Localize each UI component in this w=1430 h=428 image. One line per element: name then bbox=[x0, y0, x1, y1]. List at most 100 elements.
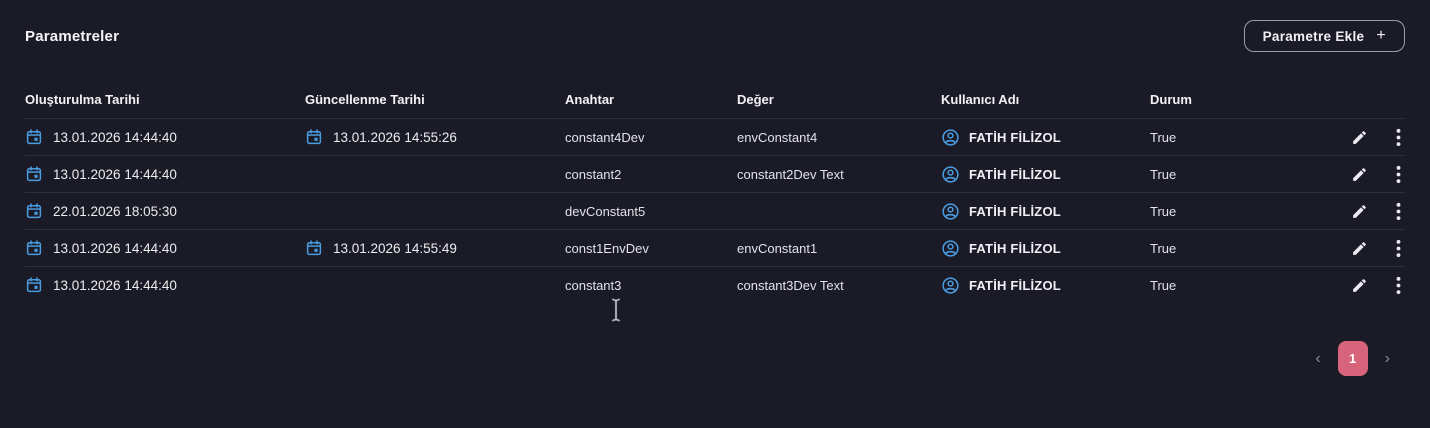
column-header-status: Durum bbox=[1150, 91, 1192, 107]
row-menu-button[interactable] bbox=[1394, 200, 1403, 223]
add-parameter-button[interactable]: Parametre Ekle + bbox=[1243, 20, 1405, 52]
key-cell: constant3 bbox=[565, 277, 622, 293]
plus-icon: + bbox=[1376, 27, 1386, 44]
status-cell: True bbox=[1150, 240, 1177, 256]
table-row: 13.01.2026 14:44:40 13.01.2026 14:55:49 … bbox=[25, 229, 1405, 266]
user-cell: FATİH FİLİZOL bbox=[941, 202, 1150, 221]
column-header-created: Oluşturulma Tarihi bbox=[25, 91, 140, 107]
row-actions bbox=[1310, 163, 1405, 186]
user-name-text: FATİH FİLİZOL bbox=[969, 166, 1061, 182]
column-header-key: Anahtar bbox=[565, 91, 615, 107]
created-date-cell: 13.01.2026 14:44:40 bbox=[25, 239, 305, 257]
created-date-text: 13.01.2026 14:44:40 bbox=[53, 129, 177, 145]
calendar-icon bbox=[305, 239, 323, 257]
pagination-next-button[interactable]: › bbox=[1384, 349, 1390, 367]
pencil-icon bbox=[1351, 166, 1368, 183]
kebab-menu-icon bbox=[1396, 165, 1401, 184]
value-cell: envConstant4 bbox=[737, 129, 818, 145]
calendar-icon bbox=[25, 276, 43, 294]
updated-date-cell bbox=[305, 165, 565, 183]
kebab-menu-icon bbox=[1396, 202, 1401, 221]
table-row: 13.01.2026 14:44:40 constant3 constant3D… bbox=[25, 266, 1405, 303]
created-date-text: 13.01.2026 14:44:40 bbox=[53, 240, 177, 256]
updated-date-cell bbox=[305, 276, 565, 294]
kebab-menu-icon bbox=[1396, 276, 1401, 295]
user-cell: FATİH FİLİZOL bbox=[941, 239, 1150, 258]
key-cell: devConstant5 bbox=[565, 203, 646, 219]
key-cell: constant2 bbox=[565, 166, 622, 182]
calendar-icon bbox=[305, 128, 323, 146]
topbar: Parametreler Parametre Ekle + bbox=[0, 0, 1430, 52]
edit-button[interactable] bbox=[1349, 238, 1370, 259]
table-header-row: Oluşturulma Tarihi Güncellenme Tarihi An… bbox=[25, 80, 1405, 118]
row-actions bbox=[1310, 237, 1405, 260]
row-actions bbox=[1310, 200, 1405, 223]
calendar-icon bbox=[25, 165, 43, 183]
created-date-text: 13.01.2026 14:44:40 bbox=[53, 166, 177, 182]
value-cell: constant2Dev Text bbox=[737, 166, 844, 182]
updated-date-cell: 13.01.2026 14:55:26 bbox=[305, 128, 565, 146]
kebab-menu-icon bbox=[1396, 239, 1401, 258]
edit-button[interactable] bbox=[1349, 127, 1370, 148]
pagination-current-page[interactable]: 1 bbox=[1337, 341, 1368, 376]
row-menu-button[interactable] bbox=[1394, 237, 1403, 260]
created-date-cell: 13.01.2026 14:44:40 bbox=[25, 165, 305, 183]
updated-date-cell bbox=[305, 202, 565, 220]
column-header-updated: Güncellenme Tarihi bbox=[305, 91, 425, 107]
user-cell: FATİH FİLİZOL bbox=[941, 128, 1150, 147]
table-row: 22.01.2026 18:05:30 devConstant5 bbox=[25, 192, 1405, 229]
updated-date-text: 13.01.2026 14:55:26 bbox=[333, 129, 457, 145]
updated-date-cell: 13.01.2026 14:55:49 bbox=[305, 239, 565, 257]
key-cell: const1EnvDev bbox=[565, 240, 649, 256]
pencil-icon bbox=[1351, 203, 1368, 220]
page-title: Parametreler bbox=[25, 27, 120, 45]
status-cell: True bbox=[1150, 166, 1177, 182]
calendar-icon bbox=[25, 128, 43, 146]
table-row: 13.01.2026 14:44:40 13.01.2026 14:55:26 … bbox=[25, 118, 1405, 155]
edit-button[interactable] bbox=[1349, 275, 1370, 296]
user-circle-icon bbox=[941, 239, 960, 258]
pencil-icon bbox=[1351, 129, 1368, 146]
column-header-value: Değer bbox=[737, 91, 774, 107]
row-menu-button[interactable] bbox=[1394, 126, 1403, 149]
row-menu-button[interactable] bbox=[1394, 274, 1403, 297]
value-cell: envConstant1 bbox=[737, 240, 818, 256]
pencil-icon bbox=[1351, 277, 1368, 294]
created-date-text: 13.01.2026 14:44:40 bbox=[53, 277, 177, 293]
user-name-text: FATİH FİLİZOL bbox=[969, 277, 1061, 293]
created-date-cell: 13.01.2026 14:44:40 bbox=[25, 276, 305, 294]
pagination: ‹ 1 › bbox=[1313, 341, 1392, 376]
user-circle-icon bbox=[941, 202, 960, 221]
edit-button[interactable] bbox=[1349, 201, 1370, 222]
column-header-user: Kullanıcı Adı bbox=[941, 91, 1020, 107]
key-cell: constant4Dev bbox=[565, 129, 645, 145]
kebab-menu-icon bbox=[1396, 128, 1401, 147]
user-name-text: FATİH FİLİZOL bbox=[969, 203, 1061, 219]
updated-date-text: 13.01.2026 14:55:49 bbox=[333, 240, 457, 256]
user-circle-icon bbox=[941, 276, 960, 295]
value-cell: constant3Dev Text bbox=[737, 277, 844, 293]
pencil-icon bbox=[1351, 240, 1368, 257]
user-name-text: FATİH FİLİZOL bbox=[969, 129, 1061, 145]
status-cell: True bbox=[1150, 277, 1177, 293]
edit-button[interactable] bbox=[1349, 164, 1370, 185]
user-cell: FATİH FİLİZOL bbox=[941, 276, 1150, 295]
table-body: 13.01.2026 14:44:40 13.01.2026 14:55:26 … bbox=[25, 118, 1405, 303]
created-date-text: 22.01.2026 18:05:30 bbox=[53, 203, 177, 219]
user-cell: FATİH FİLİZOL bbox=[941, 165, 1150, 184]
pagination-prev-button[interactable]: ‹ bbox=[1315, 349, 1321, 367]
parameters-table: Oluşturulma Tarihi Güncellenme Tarihi An… bbox=[25, 80, 1405, 303]
row-actions bbox=[1310, 126, 1405, 149]
calendar-icon bbox=[25, 239, 43, 257]
status-cell: True bbox=[1150, 203, 1177, 219]
user-circle-icon bbox=[941, 128, 960, 147]
created-date-cell: 13.01.2026 14:44:40 bbox=[25, 128, 305, 146]
status-cell: True bbox=[1150, 129, 1177, 145]
created-date-cell: 22.01.2026 18:05:30 bbox=[25, 202, 305, 220]
user-name-text: FATİH FİLİZOL bbox=[969, 240, 1061, 256]
calendar-icon bbox=[25, 202, 43, 220]
add-parameter-button-label: Parametre Ekle bbox=[1262, 28, 1365, 44]
row-menu-button[interactable] bbox=[1394, 163, 1403, 186]
table-row: 13.01.2026 14:44:40 constant2 constant2D… bbox=[25, 155, 1405, 192]
row-actions bbox=[1310, 274, 1405, 297]
